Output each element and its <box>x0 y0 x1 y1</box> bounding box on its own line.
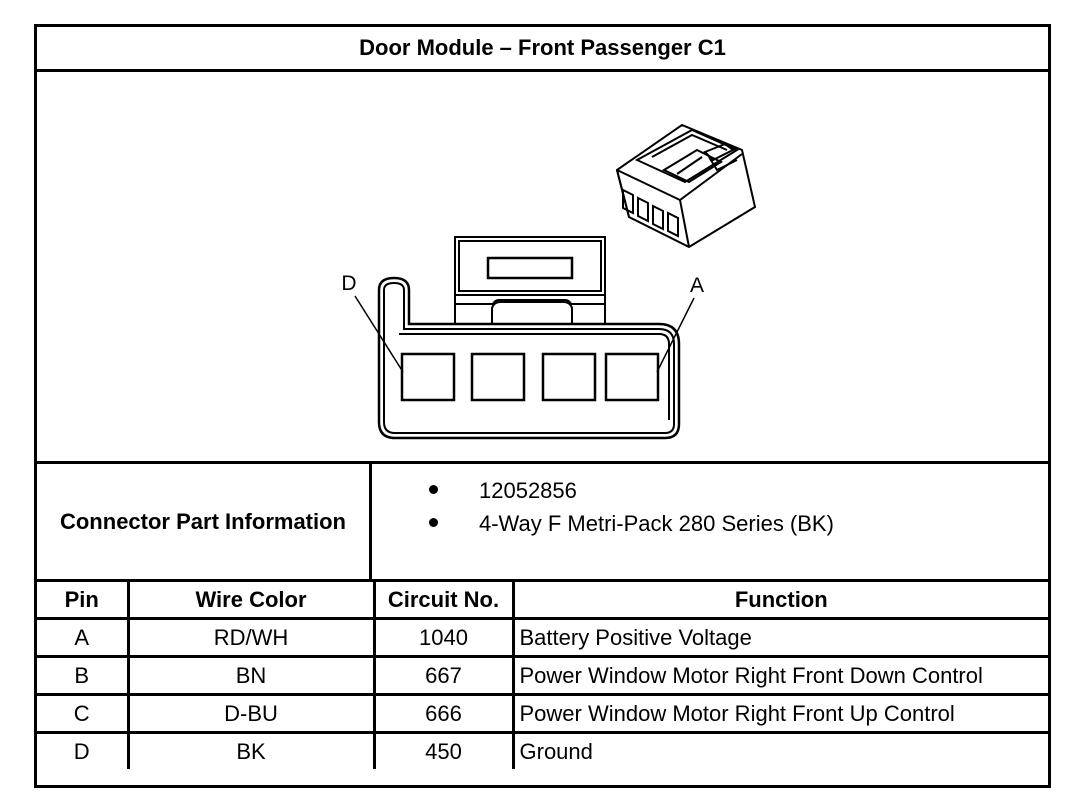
header-function: Function <box>511 582 1048 620</box>
table-row: D BK 450 Ground <box>37 731 1048 769</box>
function-cell: Ground <box>511 731 1048 769</box>
wire-color-cell: BN <box>126 655 376 696</box>
pin-table: Pin Wire Color Circuit No. Function A RD… <box>37 582 1048 769</box>
pin-cell: D <box>37 731 130 769</box>
leader-line-d <box>354 295 404 373</box>
cavity-b <box>541 352 597 402</box>
connector-body <box>377 276 681 440</box>
function-cell: Power Window Motor Right Front Up Contro… <box>511 693 1048 734</box>
connector-part-info: Connector Part Information 12052856 4-Wa… <box>37 464 1048 582</box>
connector-part-info-label: Connector Part Information <box>37 464 372 579</box>
function-cell: Power Window Motor Right Front Down Cont… <box>511 655 1048 696</box>
wire-color-cell: RD/WH <box>126 617 376 658</box>
bullet-icon <box>429 485 438 494</box>
wire-color-cell: BK <box>126 731 376 769</box>
connector-sheet: Door Module – Front Passenger C1 <box>34 24 1051 788</box>
header-pin: Pin <box>37 582 130 620</box>
connector-description: 4-Way F Metri-Pack 280 Series (BK) <box>479 511 834 536</box>
pin-table-header: Pin Wire Color Circuit No. Function <box>37 582 1048 620</box>
connector-3d-illustration <box>615 123 757 249</box>
pin-label-a: A <box>690 274 704 297</box>
cavity-c <box>470 352 526 402</box>
table-row: C D-BU 666 Power Window Motor Right Fron… <box>37 693 1048 734</box>
connector-latch-housing <box>454 236 606 296</box>
page-title: Door Module – Front Passenger C1 <box>37 27 1048 72</box>
circuit-cell: 667 <box>372 655 515 696</box>
cavity-a <box>604 352 660 402</box>
table-row: A RD/WH 1040 Battery Positive Voltage <box>37 617 1048 658</box>
wire-color-cell: D-BU <box>126 693 376 734</box>
part-number: 12052856 <box>479 478 577 503</box>
circuit-cell: 666 <box>372 693 515 734</box>
pin-cell: C <box>37 693 130 734</box>
circuit-cell: 1040 <box>372 617 515 658</box>
connector-diagram: D A <box>37 72 1048 464</box>
latch-window <box>486 256 574 280</box>
header-wire-color: Wire Color <box>126 582 376 620</box>
table-row: B BN 667 Power Window Motor Right Front … <box>37 655 1048 696</box>
cavity-d <box>400 352 456 402</box>
pin-label-d: D <box>341 272 356 295</box>
header-circuit-no: Circuit No. <box>372 582 515 620</box>
function-cell: Battery Positive Voltage <box>511 617 1048 658</box>
bullet-icon <box>429 518 438 527</box>
circuit-cell: 450 <box>372 731 515 769</box>
leader-line-a <box>656 297 695 373</box>
connector-part-info-list: 12052856 4-Way F Metri-Pack 280 Series (… <box>373 464 1048 579</box>
pin-cell: A <box>37 617 130 658</box>
pin-cell: B <box>37 655 130 696</box>
connector-drawing: D A <box>341 123 757 440</box>
